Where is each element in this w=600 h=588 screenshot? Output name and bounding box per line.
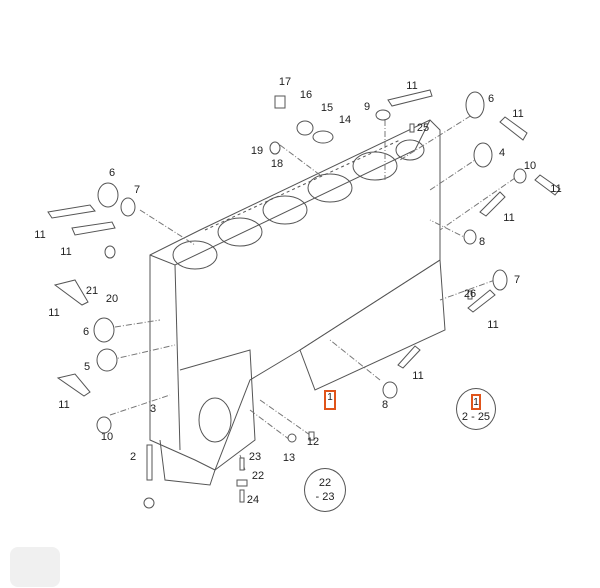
callout-label: 11 — [34, 229, 46, 241]
callout-label: 12 — [306, 436, 320, 448]
callout-label: 15 — [320, 102, 334, 114]
callout-label: 7 — [133, 184, 141, 196]
group-callout-22-23: 22 - 23 — [304, 468, 346, 512]
callout-label: 11 — [58, 399, 70, 411]
callout-label: 6 — [82, 326, 90, 338]
callout-label: 2 — [129, 451, 137, 463]
callout-label: 9 — [363, 101, 371, 113]
callout-label: 20 — [105, 293, 119, 305]
callout-label: 11 — [48, 307, 60, 319]
callout-label: 7 — [513, 274, 521, 286]
callout-label: 10 — [100, 431, 114, 443]
group-callout-bottom: 2 - 25 — [461, 411, 491, 423]
callout-label: 6 — [108, 167, 116, 179]
callout-label: 4 — [498, 147, 506, 159]
callout-label: 11 — [487, 319, 499, 331]
group-callout-top: 22 — [318, 477, 332, 489]
callout-label: 8 — [478, 236, 486, 248]
callout-label: 22 — [251, 470, 265, 482]
callout-label: 25 — [416, 122, 430, 134]
callout-label: 14 — [338, 114, 352, 126]
highlighted-part-1[interactable]: 1 — [324, 390, 336, 410]
callout-label: 10 — [523, 160, 537, 172]
callout-label: 11 — [406, 80, 418, 92]
group-callout-bottom: - 23 — [315, 491, 335, 503]
callout-label: 18 — [270, 158, 284, 170]
callout-label: 8 — [381, 399, 389, 411]
callout-label: 11 — [503, 212, 515, 224]
callout-label: 11 — [550, 183, 562, 195]
callout-label: 24 — [246, 494, 260, 506]
callout-label: 13 — [282, 452, 296, 464]
callout-label: 11 — [60, 246, 72, 258]
callout-label: 3 — [149, 403, 157, 415]
callout-label: 11 — [412, 370, 424, 382]
callout-label: 17 — [278, 76, 292, 88]
callout-label: 19 — [250, 145, 264, 157]
group-callout-2-25: 1 2 - 25 — [456, 388, 496, 430]
callout-label: 23 — [248, 451, 262, 463]
highlighted-part-marker: 1 — [471, 394, 481, 410]
callout-label: 5 — [83, 361, 91, 373]
callout-label: 11 — [512, 108, 524, 120]
callout-label: 21 — [85, 285, 99, 297]
callout-label: 26 — [463, 288, 477, 300]
callout-label: 16 — [299, 89, 313, 101]
callout-label: 6 — [487, 93, 495, 105]
